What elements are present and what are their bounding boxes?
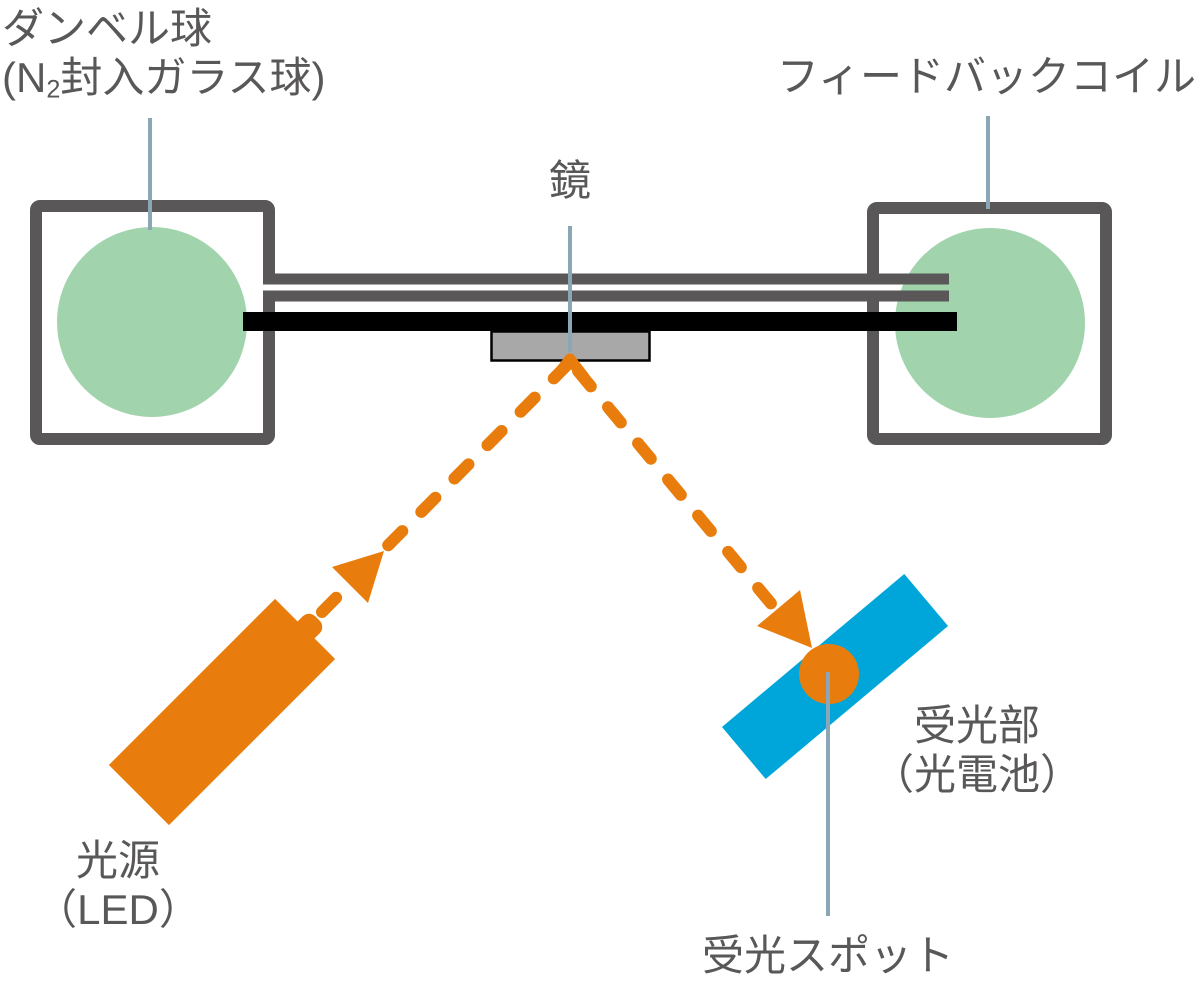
label-detector: 受光部 （光電池）: [872, 701, 1082, 799]
label-dumbbell-line2: (N2封入ガラス球): [2, 54, 326, 104]
light-source-shape: [108, 598, 336, 826]
label-feedback-coil: フィードバックコイル: [776, 53, 1196, 100]
left-glass-sphere: [57, 227, 247, 417]
label-detector-line1: 受光部: [913, 702, 1041, 749]
label-mirror: 鏡: [548, 157, 592, 204]
incoming-beam-arrow: [332, 551, 384, 603]
label-light-source-line2: （LED）: [35, 886, 201, 933]
light-source-emitter-nub: [295, 613, 323, 641]
label-light-source: 光源 （LED）: [35, 836, 201, 934]
label-dumbbell-sphere: ダンベル球 (N2封入ガラス球): [2, 4, 326, 102]
left-border-gap: [261, 284, 277, 291]
right-border-gap: [865, 284, 881, 291]
reflected-beam-dashes: [572, 365, 799, 636]
label-detector-line2: （光電池）: [871, 751, 1083, 798]
reflected-beam-arrow: [757, 590, 812, 648]
label-dumbbell-line1: ダンベル球: [2, 5, 213, 52]
torsion-rod: [243, 312, 957, 331]
label-light-source-line1: 光源: [75, 837, 160, 884]
label-light-spot: 受光スポット: [702, 932, 955, 979]
